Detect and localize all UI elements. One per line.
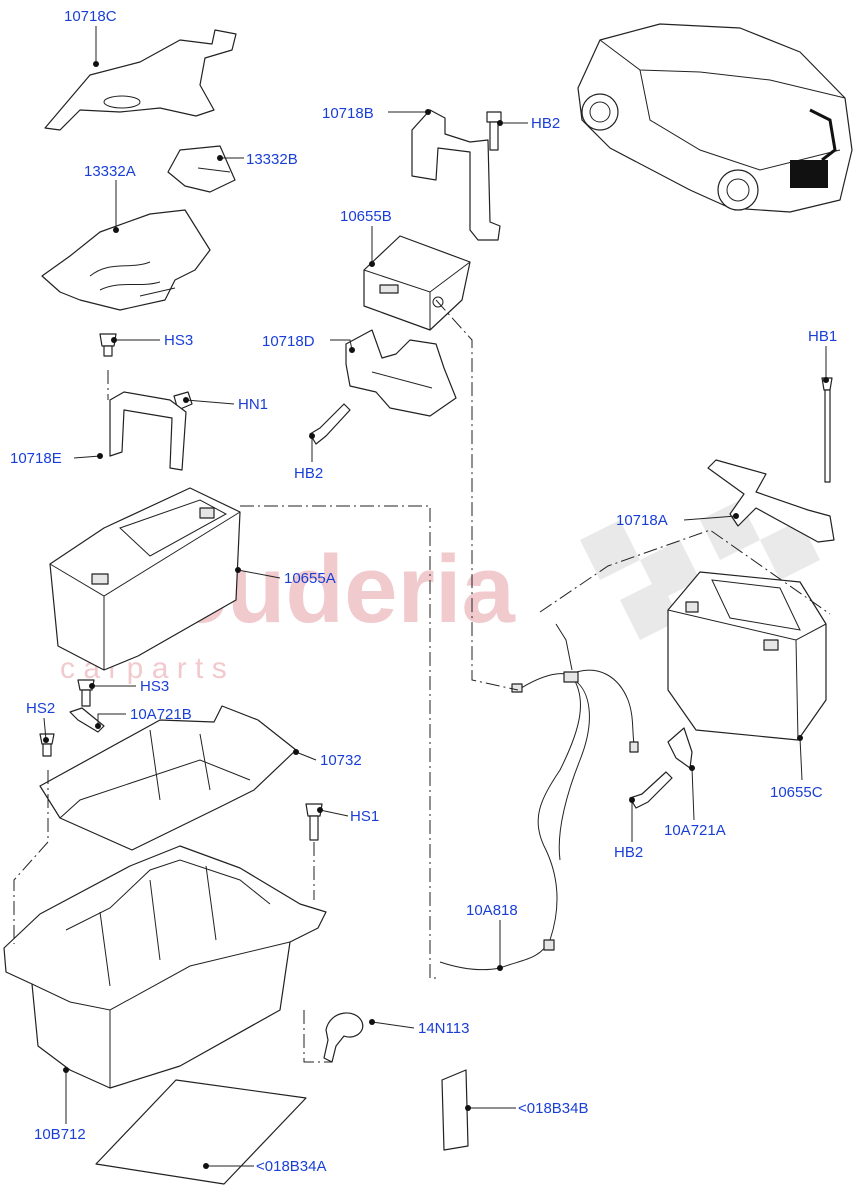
part-018B34B [441,1069,469,1151]
callout-13332B[interactable]: 13332B [246,151,298,168]
vehicle-icon [577,23,853,213]
callout-10718C[interactable]: 10718C [64,8,117,25]
callout-HN1[interactable]: HN1 [238,396,268,413]
callout-HB2-mid[interactable]: HB2 [294,465,323,482]
bolt-HS3-top [99,333,117,357]
part-10718A [707,459,835,543]
clip-10A721A [667,727,693,769]
part-10655A [49,487,241,671]
part-13332B [167,145,236,193]
callout-HB2-bottom[interactable]: HB2 [614,844,643,861]
bolt-HB2-bottom [629,771,673,809]
callout-HS3-bottom[interactable]: HS3 [140,678,169,695]
callout-10655A[interactable]: 10655A [284,570,336,587]
callout-13332A[interactable]: 13332A [84,163,136,180]
part-10732 [39,705,297,851]
callout-HB1[interactable]: HB1 [808,328,837,345]
stud-HB1 [821,377,833,483]
bolt-HB2-mid [309,403,351,445]
part-018B34A [95,1079,307,1185]
callout-10718D[interactable]: 10718D [262,333,315,350]
battery-location-icon [790,160,828,188]
part-10718D [345,329,457,417]
part-10718C [44,29,237,131]
callout-018B34A[interactable]: <018B34A [256,1158,326,1175]
bolt-HB2-top [486,111,502,151]
callout-10A721B[interactable]: 10A721B [130,706,192,723]
callout-HS2[interactable]: HS2 [26,700,55,717]
part-10B712 [3,845,327,1089]
assembly-lines [13,299,831,1063]
callout-10A818[interactable]: 10A818 [466,902,518,919]
part-10655C [667,571,827,741]
callout-10718E[interactable]: 10718E [10,450,62,467]
part-14N113 [323,1012,364,1063]
leaders [43,26,829,1169]
part-13332A [41,209,211,311]
callout-10655B[interactable]: 10655B [340,208,392,225]
part-10718B [411,109,501,241]
callout-10718B[interactable]: 10718B [322,105,374,122]
callout-018B34B[interactable]: <018B34B [518,1100,588,1117]
callout-10A721A[interactable]: 10A721A [664,822,726,839]
part-10718E [109,391,187,471]
bolt-HS1 [305,803,323,841]
callout-10B712[interactable]: 10B712 [34,1126,86,1143]
callout-labels: 10718C 13332B 13332A 10718B HB2 10655B 1… [10,8,837,1175]
callout-10732[interactable]: 10732 [320,752,362,769]
callout-HS1[interactable]: HS1 [350,808,379,825]
callout-HB2-top[interactable]: HB2 [531,115,560,132]
callout-14N113[interactable]: 14N113 [418,1020,469,1037]
part-10655B [363,235,471,331]
callout-10718A[interactable]: 10718A [616,512,668,529]
callout-HS3-top[interactable]: HS3 [164,332,193,349]
callout-10655C[interactable]: 10655C [770,784,823,801]
